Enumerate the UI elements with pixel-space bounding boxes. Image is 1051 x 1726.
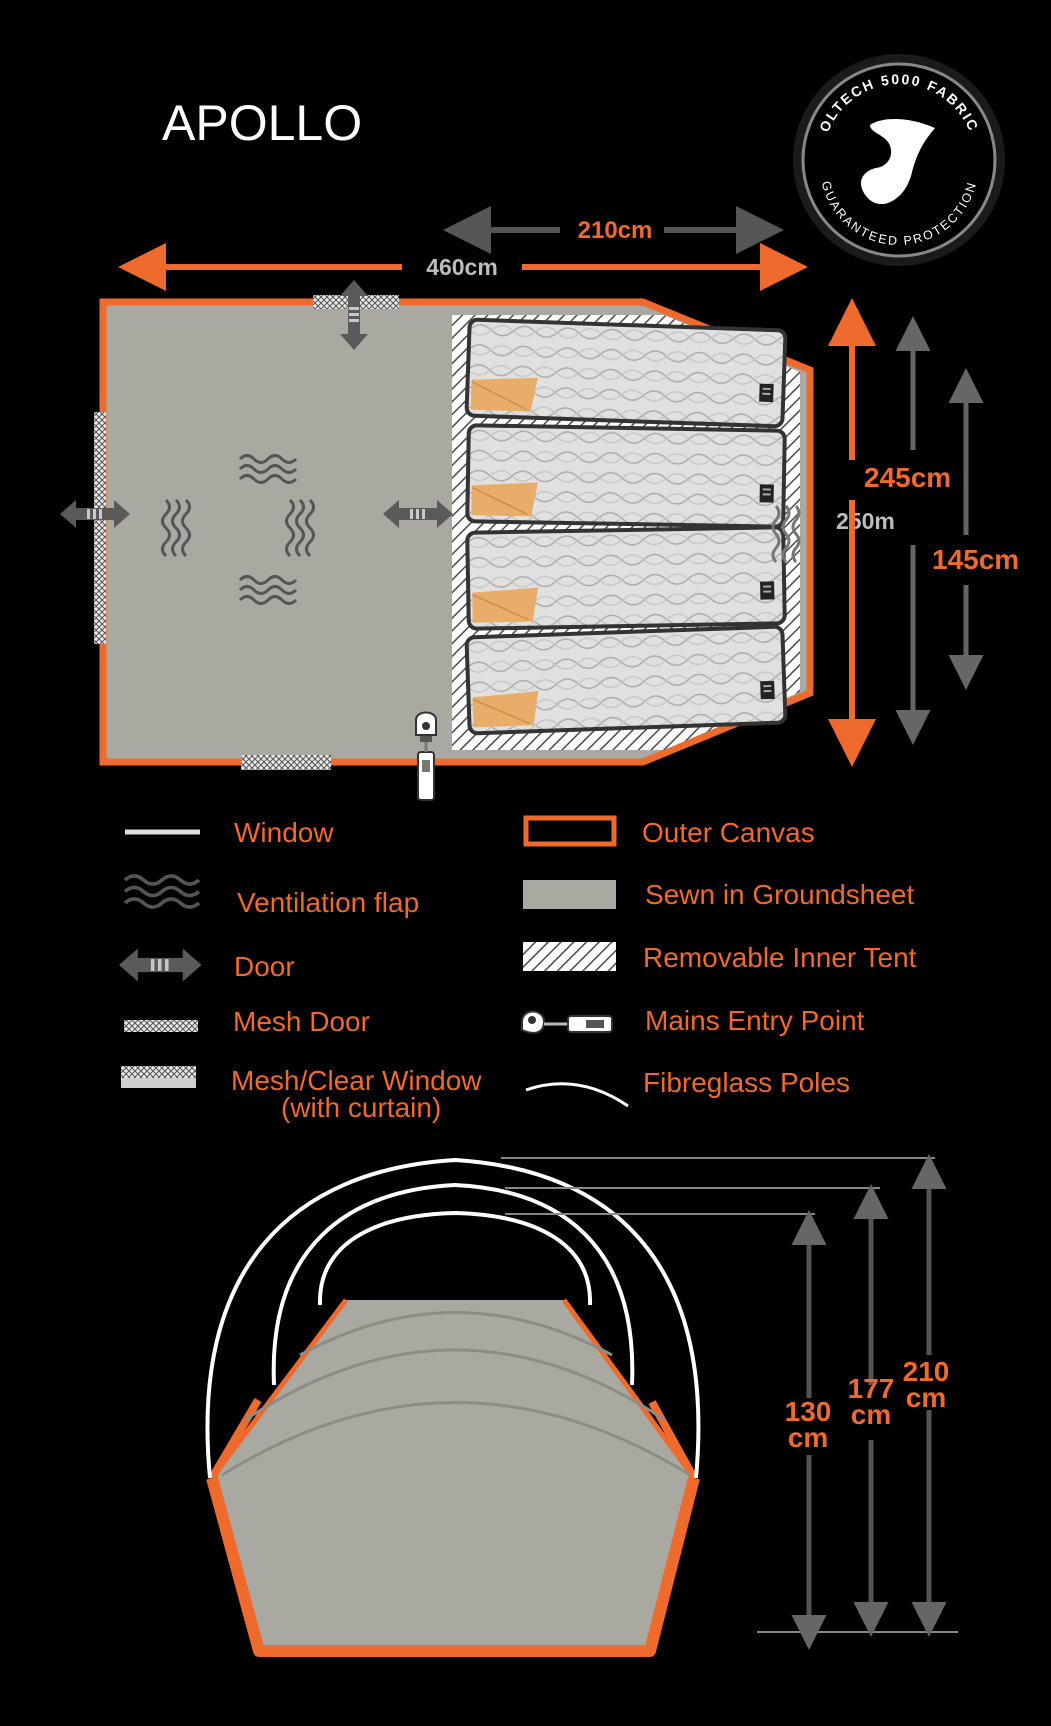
- legend-mains-label: Mains Entry Point: [645, 1005, 865, 1036]
- elevation-pole-1: [205, 1157, 701, 1479]
- height-177-value: 177: [848, 1373, 895, 1404]
- outer-width-label: 245cm: [864, 462, 951, 493]
- legend-poles-icon: [525, 1082, 629, 1108]
- legend-ventilation-icon: [123, 873, 201, 910]
- sleeping-bag-3: [465, 525, 787, 631]
- legend-window-label: Window: [234, 817, 334, 848]
- plan-vent-rear-icon: [771, 505, 801, 563]
- plan-mesh-door-bottom: [241, 755, 331, 770]
- legend-mesh-window-label: Mesh/Clear Window: [231, 1065, 482, 1096]
- legend-mesh-door-label: Mesh Door: [233, 1006, 370, 1037]
- legend-inner-tent-label: Removable Inner Tent: [643, 942, 917, 973]
- elevation-tent-body: [212, 1300, 694, 1651]
- height-210-value: 210: [903, 1356, 950, 1387]
- sleeping-bag-1: [466, 320, 785, 427]
- legend-poles-label: Fibreglass Poles: [643, 1067, 850, 1098]
- sleeping-bag-4: [466, 627, 785, 734]
- legend-outer-canvas-icon: [523, 815, 617, 847]
- height-130-value: 130: [785, 1396, 832, 1427]
- legend-mesh-window-icon: [121, 1066, 196, 1078]
- legend: Window Ventilation flap Door Mesh Door M…: [119, 815, 917, 1123]
- oltech-badge-icon: OLTECH 5000 FABRIC GUARANTEED PROTECTION: [793, 54, 1005, 266]
- elevation-pole-2: [271, 1182, 635, 1386]
- legend-door-icon: [119, 948, 202, 982]
- front-elevation: [205, 1157, 701, 1657]
- height-130-unit: cm: [788, 1422, 828, 1453]
- product-title: APOLLO: [162, 95, 362, 151]
- plan-mains-entry-icon: [415, 711, 437, 801]
- legend-inner-tent-icon: [523, 942, 616, 971]
- legend-mesh-door-icon: [124, 1020, 198, 1032]
- sleeping-bag-2: [465, 423, 787, 529]
- height-dimensions: [501, 1154, 958, 1650]
- legend-groundsheet-label: Sewn in Groundsheet: [645, 879, 915, 910]
- legend-groundsheet-icon: [523, 880, 616, 909]
- total-length-dimension: 460cm: [118, 243, 808, 291]
- plan-mesh-window-left: [94, 412, 106, 644]
- bedroom-length-dimension: 210cm: [443, 206, 784, 254]
- legend-mesh-window-sublabel: (with curtain): [281, 1092, 441, 1123]
- legend-ventilation-label: Ventilation flap: [237, 887, 419, 918]
- height-177-unit: cm: [851, 1399, 891, 1430]
- bedroom-length-label: 210cm: [578, 217, 653, 244]
- side-height-label: 250m: [836, 508, 895, 534]
- legend-outer-canvas-label: Outer Canvas: [642, 817, 815, 848]
- legend-mains-icon: [521, 1010, 613, 1034]
- total-length-label: 460cm: [426, 254, 498, 280]
- height-210-unit: cm: [906, 1382, 946, 1413]
- inner-width-label: 145cm: [932, 544, 1019, 575]
- legend-door-label: Door: [234, 951, 295, 982]
- elevation-pole-3: [317, 1210, 593, 1306]
- floor-plan: [60, 280, 814, 801]
